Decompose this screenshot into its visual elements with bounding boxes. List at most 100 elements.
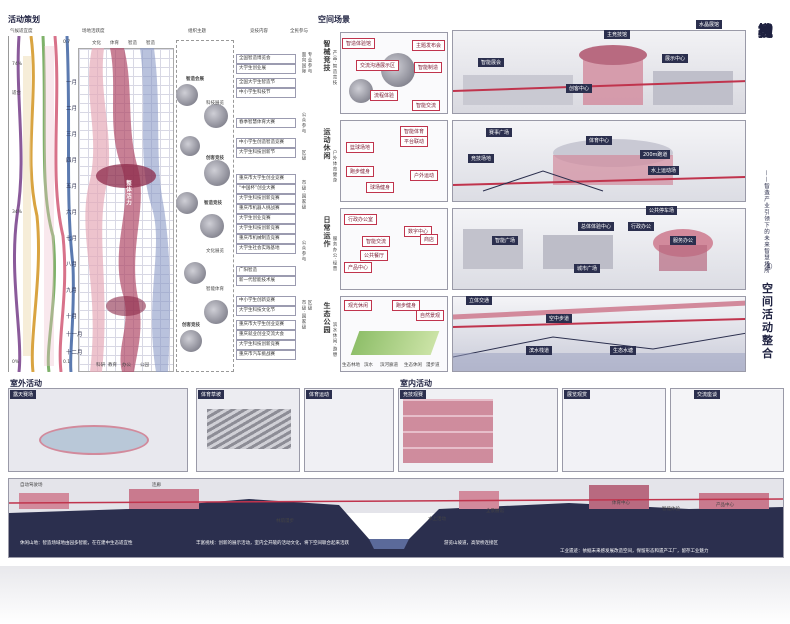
event-item: 春季智慧体育大赛 (236, 118, 296, 128)
theme-photo (180, 330, 202, 352)
axis-label-0: 0% (12, 360, 20, 365)
axis-value-bottom: 0.1 (63, 360, 71, 365)
month-4: 四月 (66, 158, 78, 164)
axis-value-top: 0.7 (63, 40, 71, 45)
scene-tag: 生态林地 (342, 363, 360, 368)
event-item: 大学生科技创新竞赛 (236, 340, 296, 350)
section-note: 工业遗迹：依据未来感发展改造空间，保留形态和遗产工厂，留存工业魅力 (560, 549, 709, 554)
theme-label: 智造会展 (186, 77, 204, 82)
event-item: 重庆市机器人挑战赛 (236, 204, 296, 214)
month-7: 七月 (66, 236, 78, 242)
main-theme-label: 整体活力 (125, 180, 131, 206)
month-10: 十月 (66, 314, 78, 320)
theme-label: 智造竞技 (204, 201, 222, 206)
scene-tag: 跑步健身 (346, 166, 375, 177)
bottom-label-education: 教育 (108, 363, 117, 368)
render-tag: 展示中心 (662, 54, 689, 63)
participation-label: 市级·国家级 (301, 300, 306, 330)
event-item: 重庆市大学生创业竞赛 (236, 174, 296, 184)
section-number: ④ (764, 262, 773, 273)
outdoor-title: 室外活动 (10, 379, 42, 388)
scene-row-name: 智械竞技 (323, 40, 331, 72)
event-item: 大学生创业竞赛 (236, 214, 296, 224)
activity-flow (78, 48, 174, 372)
section-label: 体育中心 (612, 501, 630, 506)
section-char: 空 (762, 282, 773, 295)
indoor-panel-contest (398, 388, 558, 472)
month-1: 一月 (66, 80, 78, 86)
month-6: 六月 (66, 210, 78, 216)
outdoor-label: 体育草坡 (198, 390, 225, 399)
scene-tag: 平台联动 (400, 136, 429, 147)
month-5: 五月 (66, 184, 78, 190)
title-char: · (758, 22, 764, 40)
bottom-label-research: 科研 (96, 363, 105, 368)
outdoor-panel-sports (304, 388, 394, 472)
section-label: 智能体验 (662, 507, 680, 512)
outdoor-label: 体育运动 (306, 390, 333, 399)
theme-photo (184, 262, 206, 284)
scene-row-sub: 产品·智造竞技 (332, 50, 337, 86)
scene-tag: 数字中心 (404, 226, 433, 237)
render-tag: 空中步道 (546, 314, 573, 323)
theme-photo (204, 160, 230, 186)
theme-label: 科技展览 (206, 101, 224, 106)
scene-render (452, 208, 746, 290)
participation-label: 面向国际 (301, 52, 306, 74)
climate-curves (12, 36, 75, 372)
render-tag: 总体体验中心 (578, 222, 615, 231)
theme-photo (204, 300, 228, 324)
scene-tag: 商店 (420, 234, 439, 245)
title-char: 竞 (758, 22, 774, 40)
event-item: 大学生科技创新竞赛 (236, 224, 296, 234)
axis-label-74: 74% (12, 62, 23, 67)
render-tag: 水晶展馆 (696, 20, 723, 29)
title-char: 技 (758, 22, 774, 40)
event-item: 重庆市机械制造竞赛 (236, 234, 296, 244)
scene-render (452, 296, 746, 372)
scene-row-name: 日常运作 (323, 216, 331, 248)
render-tag: 公共停车场 (646, 206, 678, 215)
axis-label-34: 34% (12, 210, 23, 215)
render-tag: 滨水栈道 (526, 346, 553, 355)
event-item: 中小学生创新竞赛 (236, 296, 296, 306)
theme-photo (176, 84, 198, 106)
scene-tag: 漫步道 (426, 363, 440, 368)
section-note: 休闲山地：智造场域地由园多智能，在在建中生态适宜性 (20, 541, 133, 546)
render-tag: 立体交通 (466, 296, 493, 305)
event-item: 广阳智造 (236, 266, 296, 276)
event-item: 大学生社会实践基地 (236, 244, 296, 254)
title-char: 智 (758, 22, 774, 40)
poster-subtitle: ——智造产业引领下的未来智慧场所 (763, 170, 769, 274)
activity-header: 场地活跃度 (82, 29, 105, 34)
scene-tag: 交流沟通展示区 (356, 60, 400, 71)
render-tag: 主竞技馆 (604, 30, 631, 39)
site-section (8, 478, 784, 558)
scene-tag: 公共餐厅 (360, 250, 389, 261)
scene-tag: 产品中心 (344, 262, 373, 273)
theme-photo (204, 104, 228, 128)
scene-tag: 智能制造 (414, 62, 443, 73)
scene-tag: 篮球场地 (346, 142, 375, 153)
theme-label: 创客竞技 (182, 323, 200, 328)
bottom-label-park: 公园 (140, 363, 149, 368)
render-tag: 智能广场 (492, 236, 519, 245)
indoor-title: 室内活动 (400, 379, 432, 388)
section-note: 丰富视线：创新的展示活动，室内全开敞的活动文化，将下空间联合起来活跃 (196, 541, 349, 546)
section-note: 游览山坡道，高架桥连接区 (444, 541, 498, 546)
render-tag: 竞技场地 (468, 154, 495, 163)
indoor-panel-exhibition (562, 388, 666, 472)
event-item: 大学生创业展 (236, 64, 296, 74)
participation-label: 市级·国家级 (301, 180, 306, 210)
theme-photo (180, 136, 200, 156)
indoor-label: 竞技观赛 (400, 390, 427, 399)
scene-row-sub: 滨水休闲·游憩 (332, 322, 337, 358)
section-label: 产品中心 (716, 503, 734, 508)
participation-header: 全民参与 (290, 29, 308, 34)
render-tag: 行政办公 (628, 222, 655, 231)
climate-header: 气候适宜度 (10, 29, 33, 34)
contest-header: 竞技内容 (250, 29, 268, 34)
event-item: 全国大学生智造节 (236, 78, 296, 88)
month-12: 十二月 (66, 350, 83, 356)
scene-tag: 生态休闲 (404, 363, 422, 368)
